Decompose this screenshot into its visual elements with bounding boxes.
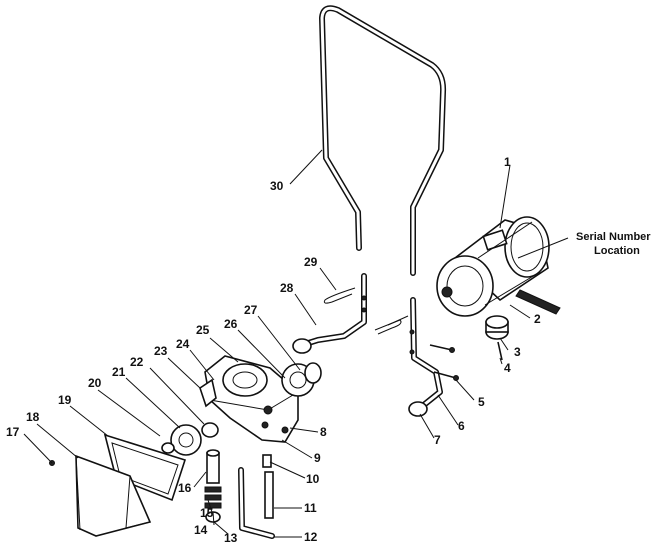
cover-plate	[103, 433, 187, 502]
callout-13: 13	[224, 531, 238, 545]
callout-30: 30	[270, 179, 284, 193]
screw	[429, 344, 459, 381]
callout-23: 23	[154, 344, 168, 358]
callout-7: 7	[434, 433, 441, 447]
pump-housing	[199, 355, 299, 443]
leader-lines	[23, 149, 569, 538]
callout-9: 9	[314, 451, 321, 465]
callout-19: 19	[58, 393, 72, 407]
wheel	[161, 422, 219, 456]
callout-14: 14	[194, 523, 208, 537]
callout-26: 26	[224, 317, 238, 331]
callout-8: 8	[320, 425, 327, 439]
callout-29: 29	[304, 255, 318, 269]
crank-handle-right	[387, 297, 443, 417]
crank-handle-left	[292, 273, 367, 354]
callout-4: 4	[504, 361, 511, 375]
hairpin-clip	[323, 287, 402, 335]
callout-3: 3	[514, 345, 521, 359]
grommet	[485, 315, 509, 361]
callout-labels: 1 2 3 4 5 6 7 8 9 10 11 12 13 14 15 16 1…	[6, 155, 651, 545]
callout-10: 10	[306, 472, 320, 486]
bearing-gear	[281, 362, 322, 397]
callout-18: 18	[26, 410, 40, 424]
handle-tube	[319, 5, 447, 276]
callout-21: 21	[112, 365, 126, 379]
callout-6: 6	[458, 419, 465, 433]
callout-16: 16	[178, 481, 192, 495]
callout-2: 2	[534, 312, 541, 326]
callout-22: 22	[130, 355, 144, 369]
callout-28: 28	[280, 281, 294, 295]
bottom-pan	[49, 454, 152, 537]
callout-11: 11	[304, 501, 317, 515]
callout-5: 5	[478, 395, 485, 409]
callout-1: 1	[504, 155, 511, 169]
callout-12: 12	[304, 530, 318, 544]
callout-17: 17	[6, 425, 20, 439]
callout-27: 27	[244, 303, 258, 317]
serial-location-label: Location	[594, 245, 640, 257]
callout-25: 25	[196, 323, 210, 337]
rods	[238, 454, 275, 539]
callout-15: 15	[200, 506, 214, 520]
motor	[436, 216, 561, 317]
serial-number-label: Serial Number	[576, 231, 651, 243]
callout-20: 20	[88, 376, 102, 390]
callout-24: 24	[176, 337, 190, 351]
